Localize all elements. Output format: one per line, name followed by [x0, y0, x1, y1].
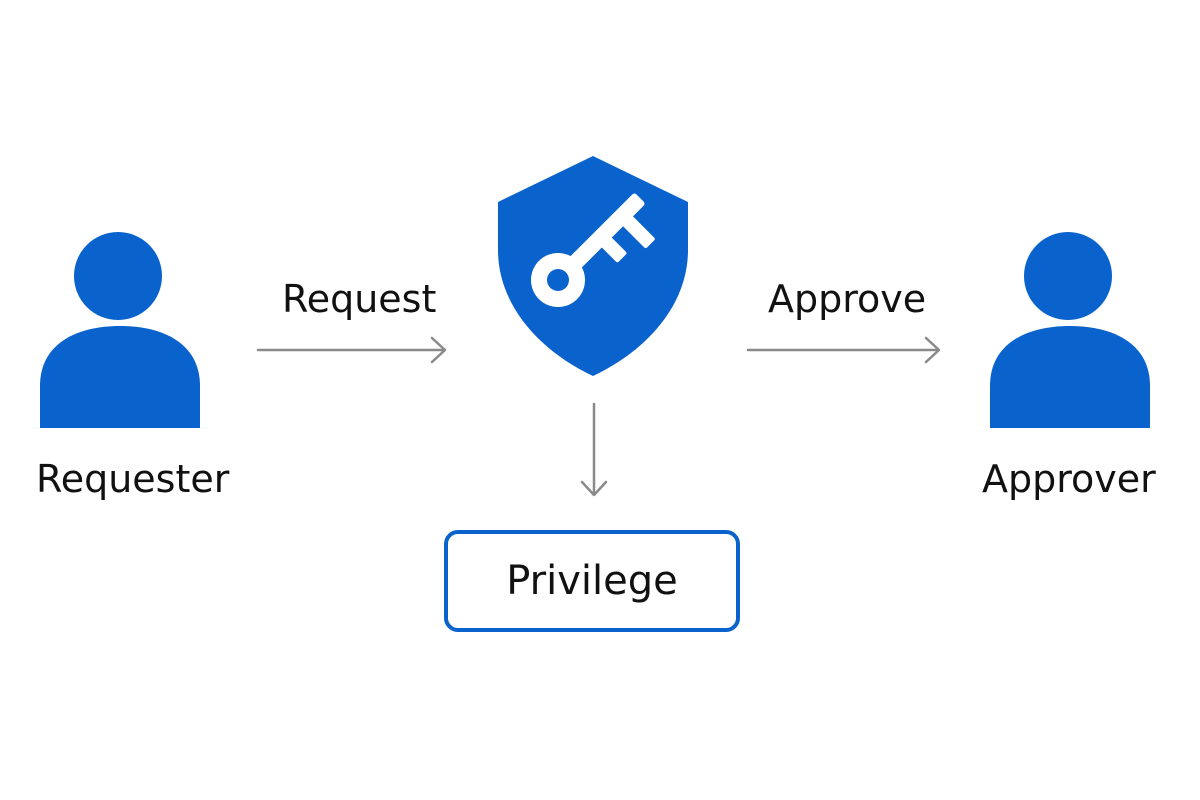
shield-key-icon: [498, 156, 688, 376]
grant-arrow-icon: [580, 402, 608, 497]
privilege-label: Privilege: [506, 558, 678, 604]
approve-edge-label: Approve: [768, 277, 927, 321]
requester-label: Requester: [36, 457, 230, 501]
approver-person-icon: [990, 232, 1150, 428]
requester-person-icon: [40, 232, 200, 428]
request-edge-label: Request: [282, 277, 437, 321]
approve-arrow-icon: [746, 336, 941, 364]
privilege-box: Privilege: [444, 530, 740, 632]
request-arrow-icon: [256, 336, 447, 364]
approver-label: Approver: [982, 457, 1156, 501]
